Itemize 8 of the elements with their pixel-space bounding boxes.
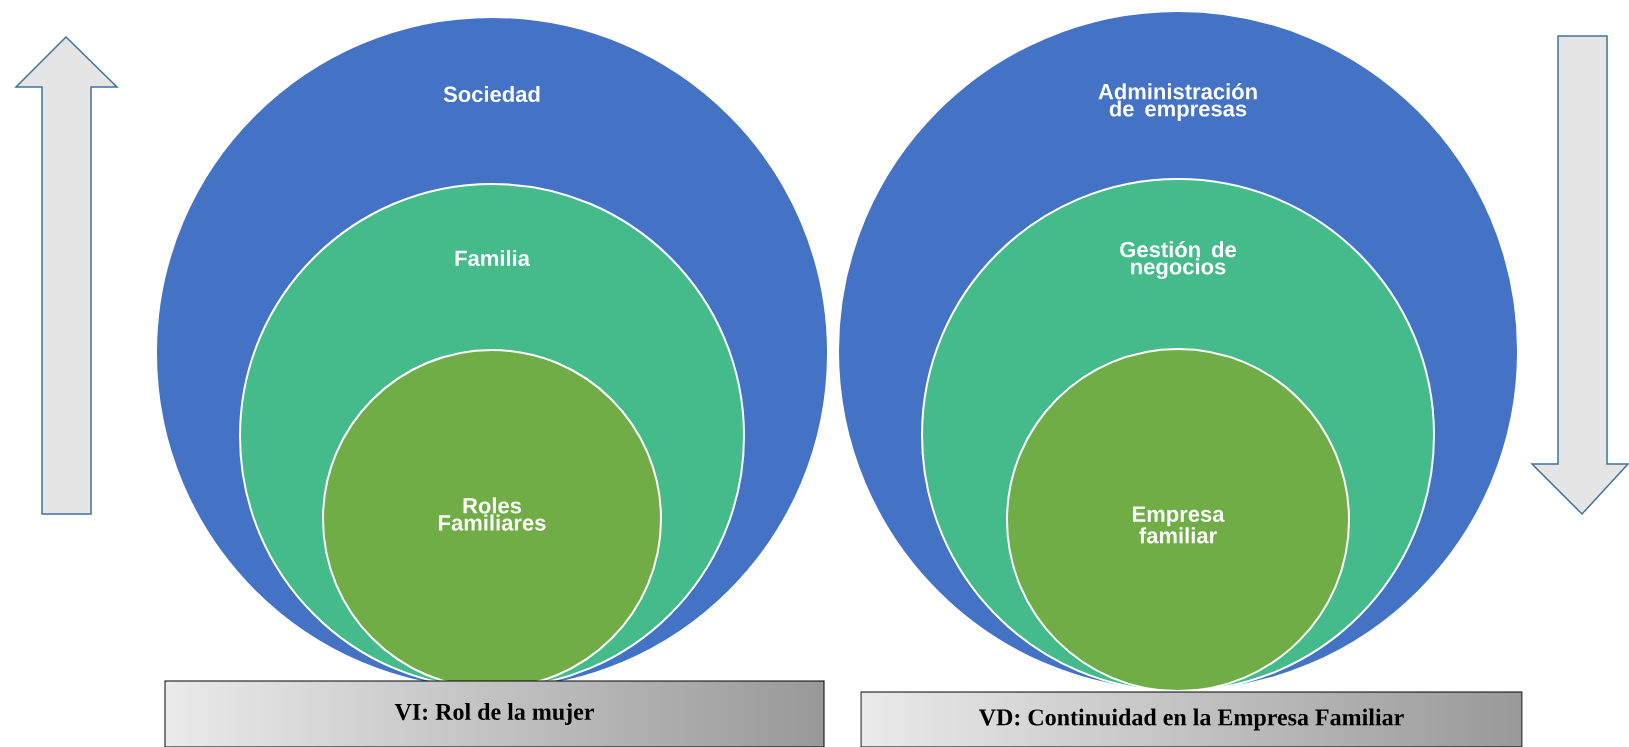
circle-label: Roles Familiares [439,497,546,531]
circle-label: Sociedad [443,85,540,103]
circle-label: Familia [455,249,531,267]
label-box: VI: Rol de la mujer [164,680,825,747]
circle-label: Empresa familiar [1133,506,1225,544]
circle-label: Gestión de negocios [1120,241,1236,279]
label-box: VD: Continuidad en la Empresa Familiar [860,691,1523,747]
circle-label: Administración de empresas [1098,83,1257,121]
